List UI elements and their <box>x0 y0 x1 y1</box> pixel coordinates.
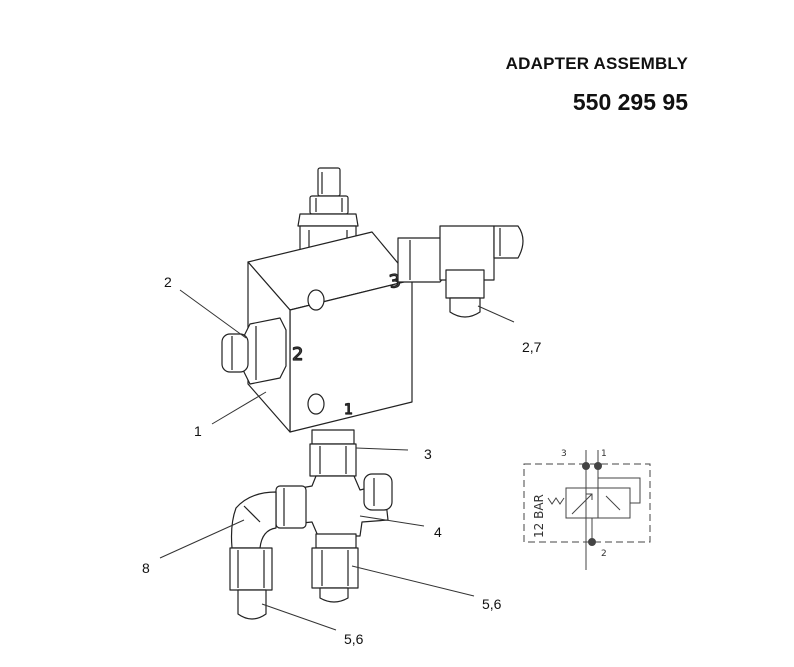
callout-8: 8 <box>142 560 150 576</box>
elbow-part <box>230 485 307 549</box>
lower-connector-part <box>309 429 357 477</box>
schematic-port-1: 1 <box>601 449 607 459</box>
callout-5-6-bottom: 5,6 <box>344 631 364 647</box>
tee-fitting-part <box>289 473 393 537</box>
left-fitting-part <box>221 317 287 385</box>
bottom-left-nut-part <box>229 547 273 620</box>
bottom-center-nut-part <box>311 533 359 603</box>
callout-1: 1 <box>194 423 202 439</box>
hydraulic-schematic <box>523 450 651 570</box>
right-elbow-part <box>397 225 524 318</box>
schematic-port-3: 3 <box>561 449 567 459</box>
callout-2-7: 2,7 <box>522 339 542 355</box>
valve-block-part <box>247 231 413 433</box>
part-number: 550 295 95 <box>572 89 688 115</box>
callout-4: 4 <box>434 524 442 540</box>
port-label-2: 2 <box>292 344 303 365</box>
assembly-title: ADAPTER ASSEMBLY <box>505 54 688 73</box>
schematic-pressure-label: 12 BAR <box>532 494 546 538</box>
callout-5-6-right: 5,6 <box>482 596 502 612</box>
schematic-port-2: 2 <box>601 549 607 559</box>
callout-2: 2 <box>164 274 172 290</box>
port-label-1: 1 <box>344 402 353 418</box>
callout-3: 3 <box>424 446 432 462</box>
